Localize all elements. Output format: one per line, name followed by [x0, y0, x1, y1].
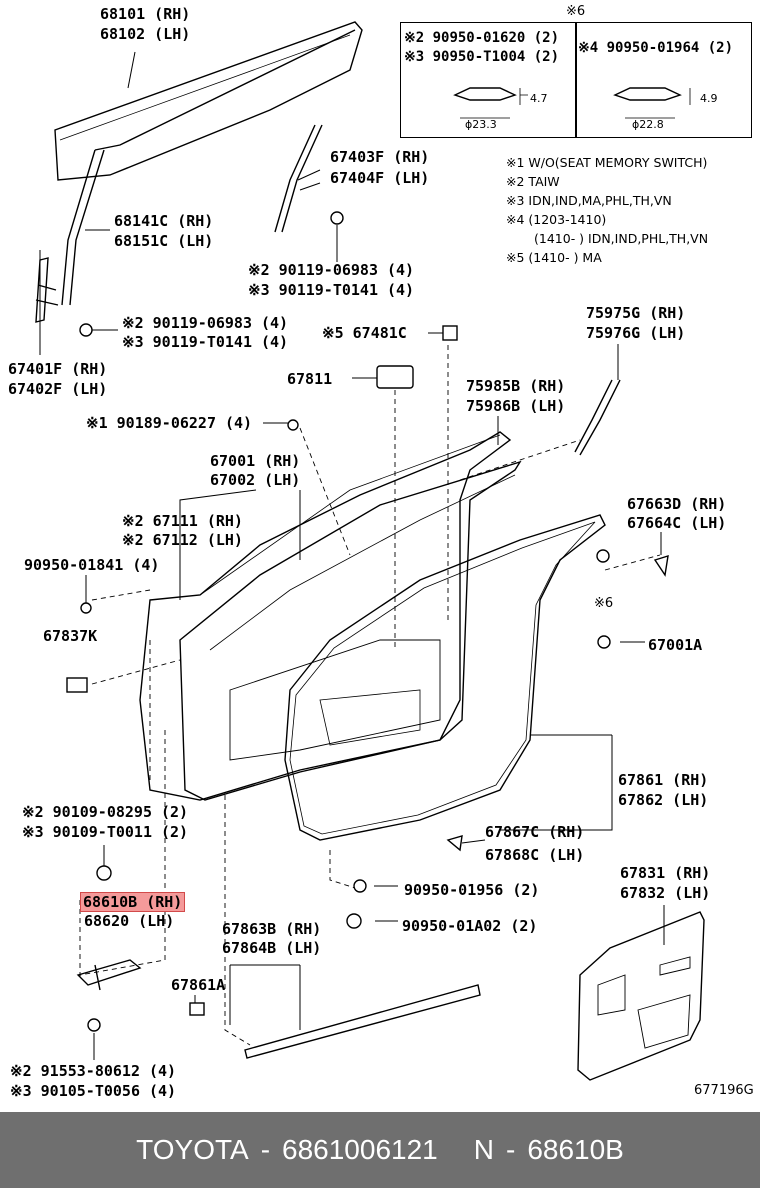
label-67811: 67811	[287, 370, 333, 388]
label-90109-b: ※3 90109-T0011 (2)	[22, 823, 189, 841]
inset-left-height: 4.7	[530, 92, 548, 105]
label-67401f: 67401F (RH)	[8, 360, 108, 378]
label-67831: 67831 (RH)	[620, 864, 711, 882]
label-67861: 67861 (RH)	[618, 771, 709, 789]
label-67867c: 67867C (RH)	[485, 823, 585, 841]
label-68620: 68620 (LH)	[84, 912, 175, 930]
label-67861a: 67861A	[171, 976, 226, 994]
rear-channel	[274, 124, 323, 233]
figure-code: 677196G	[694, 1083, 754, 1098]
label-67403f: 67403F (RH)	[330, 148, 430, 166]
footer-separator-2: -	[505, 1134, 516, 1165]
label-67862: 67862 (LH)	[618, 791, 709, 809]
door-trim-panel	[577, 911, 705, 1081]
label-67864b: 67864B (LH)	[222, 939, 322, 957]
pad	[376, 365, 414, 389]
footer-bar: TOYOTA - 6861006121 N - 68610B	[0, 1112, 760, 1188]
label-67664c: 67664C (LH)	[627, 514, 727, 532]
glass-run-channel	[61, 149, 105, 306]
note-2: ※2 TAIW	[506, 174, 560, 189]
label-67402f: 67402F (LH)	[8, 380, 108, 398]
label-68102: 68102 (LH)	[100, 25, 191, 43]
door-weatherstrip	[284, 514, 606, 841]
label-67002: 67002 (LH)	[210, 471, 301, 489]
inset-left-item-2: ※3 90950-T1004 (2)	[404, 49, 560, 65]
inset-mark: ※6	[566, 4, 586, 19]
label-67001: 67001 (RH)	[210, 452, 301, 470]
label-67663d: 67663D (RH)	[627, 495, 727, 513]
label-mark-6: ※6	[594, 596, 614, 611]
label-68141c: 68141C (RH)	[114, 212, 214, 230]
label-67868c: 67868C (LH)	[485, 846, 585, 864]
label-90119-d: ※3 90119-T0141 (4)	[122, 333, 289, 351]
label-67111: ※2 67111 (RH)	[122, 512, 243, 530]
note-4: ※4 (1203-1410)	[506, 212, 607, 227]
label-90119-c: ※2 90119-06983 (4)	[122, 314, 289, 332]
door-inner-panel	[179, 460, 522, 801]
label-67001a: 67001A	[648, 636, 703, 654]
belt-moulding	[574, 379, 621, 456]
footer-part-code: 68610B	[527, 1134, 624, 1165]
inset-divider	[575, 23, 577, 137]
window-glass	[54, 21, 363, 181]
inset-right-item: ※4 90950-01964 (2)	[578, 40, 734, 56]
label-67404f: 67404F (LH)	[330, 169, 430, 187]
label-68610b-highlighted[interactable]: 68610B (RH)	[80, 892, 186, 912]
inset-right-diameter: ϕ22.8	[632, 118, 664, 131]
label-68151c: 68151C (LH)	[114, 232, 214, 250]
detail-inset-box	[400, 22, 752, 138]
note-5: (1410- ) IDN,IND,PHL,TH,VN	[534, 231, 709, 246]
label-67863b: 67863B (RH)	[222, 920, 322, 938]
label-90950-01a02: 90950-01A02 (2)	[402, 917, 538, 935]
label-68101: 68101 (RH)	[100, 5, 191, 23]
footer-part-number: 6861006121	[282, 1134, 438, 1165]
label-90950-01841: 90950-01841 (4)	[24, 556, 160, 574]
label-90119-b: ※3 90119-T0141 (4)	[248, 281, 415, 299]
door-check	[76, 959, 142, 991]
label-75975g: 75975G (RH)	[586, 304, 686, 322]
rocker-moulding	[244, 984, 481, 1059]
inset-left-diameter: ϕ23.3	[465, 118, 497, 131]
label-67832: 67832 (LH)	[620, 884, 711, 902]
footer-prefix: N	[473, 1134, 494, 1165]
label-90950-01956: 90950-01956 (2)	[404, 881, 540, 899]
window-regulator	[35, 257, 59, 323]
label-75976g: 75976G (LH)	[586, 324, 686, 342]
note-6: ※5 (1410- ) MA	[506, 250, 602, 265]
footer-brand: TOYOTA	[136, 1134, 249, 1165]
note-3: ※3 IDN,IND,MA,PHL,TH,VN	[506, 193, 672, 208]
label-67481c: ※5 67481C	[322, 324, 407, 342]
label-67112: ※2 67112 (LH)	[122, 531, 243, 549]
label-90119-a: ※2 90119-06983 (4)	[248, 261, 415, 279]
label-75986b: 75986B (LH)	[466, 397, 566, 415]
door-assembly-diagram	[35, 21, 705, 1081]
label-90109-a: ※2 90109-08295 (2)	[22, 803, 189, 821]
label-75985b: 75985B (RH)	[466, 377, 566, 395]
label-91553: ※2 91553-80612 (4)	[10, 1062, 177, 1080]
label-67837k: 67837K	[43, 627, 98, 645]
label-90189: ※1 90189-06227 (4)	[86, 414, 253, 432]
door-outer-panel	[139, 431, 512, 801]
inset-right-height: 4.9	[700, 92, 718, 105]
label-90105: ※3 90105-T0056 (4)	[10, 1082, 177, 1100]
inset-left-item-1: ※2 90950-01620 (2)	[404, 30, 560, 46]
footer-separator-1: -	[260, 1134, 271, 1165]
note-1: ※1 W/O(SEAT MEMORY SWITCH)	[506, 155, 708, 170]
